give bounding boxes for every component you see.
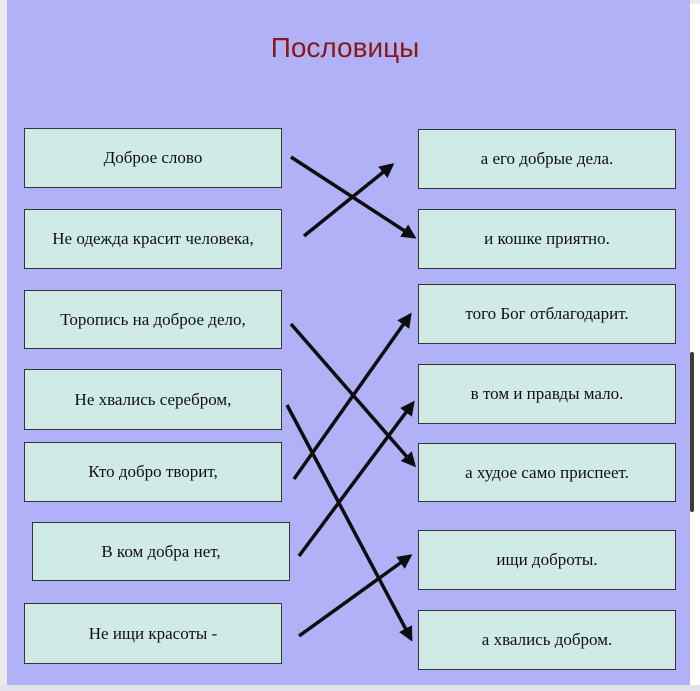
left-proverb-start-1: Доброе слово xyxy=(24,128,282,188)
right-proverb-label: ищи доброты. xyxy=(496,550,598,569)
left-proverb-start-3: Торопись на доброе дело, xyxy=(24,290,282,349)
page-title: Пословицы xyxy=(270,32,420,63)
left-proverb-label: Не хвались серебром, xyxy=(74,389,232,409)
left-edge xyxy=(0,0,7,691)
right-proverb-end-2: и кошке приятно. xyxy=(418,209,676,269)
right-proverb-label: а худое само приспеет. xyxy=(465,462,629,482)
left-proverb-label: Торопись на доброе дело, xyxy=(60,309,246,329)
left-proverb-start-7: Не ищи красоты - xyxy=(24,603,282,664)
right-proverb-label: а его добрые дела. xyxy=(480,149,614,168)
right-proverb-end-6: ищи доброты. xyxy=(418,530,676,590)
arrow-odezhda-to-dobrye-dela xyxy=(302,163,395,238)
right-proverb-label: того Бог отблагодарит. xyxy=(465,304,629,323)
right-proverb-end-4: в том и правды мало. xyxy=(418,364,676,424)
arrow-kto-dobro-to-bog xyxy=(292,312,412,481)
left-proverb-label: Не ищи красоты - xyxy=(88,623,218,643)
scrollbar-thumb[interactable] xyxy=(690,352,694,512)
left-proverb-label: Доброе слово xyxy=(103,148,203,167)
right-proverb-end-5: а худое само приспеет. xyxy=(418,443,676,502)
left-proverb-label: Кто добро творит, xyxy=(88,462,218,481)
arrow-v-kom-to-pravdy xyxy=(297,400,415,558)
left-proverb-label: В ком добра нет, xyxy=(101,541,221,561)
right-proverb-label: в том и правды мало. xyxy=(470,384,624,403)
right-proverb-label: и кошке приятно. xyxy=(484,229,610,248)
right-proverb-end-3: того Бог отблагодарит. xyxy=(418,284,676,344)
left-proverb-start-6: В ком добра нет, xyxy=(32,522,290,581)
right-proverb-end-7: а хвались добром. xyxy=(418,610,676,670)
left-proverb-start-2: Не одежда красит человека, xyxy=(24,209,282,269)
left-proverb-start-4: Не хвались серебром, xyxy=(24,369,282,430)
arrow-ne-khvalis-to-khvalis-dobrom xyxy=(285,404,413,642)
right-proverb-end-1: а его добрые дела. xyxy=(418,129,676,189)
right-proverb-label: а хвались добром. xyxy=(481,630,613,649)
bottom-edge xyxy=(0,685,700,691)
arrow-ne-ishchi-to-dobroty xyxy=(297,554,413,638)
left-proverb-label: Не одежда красит человека, xyxy=(52,229,254,248)
left-proverb-start-5: Кто добро творит, xyxy=(24,442,282,502)
